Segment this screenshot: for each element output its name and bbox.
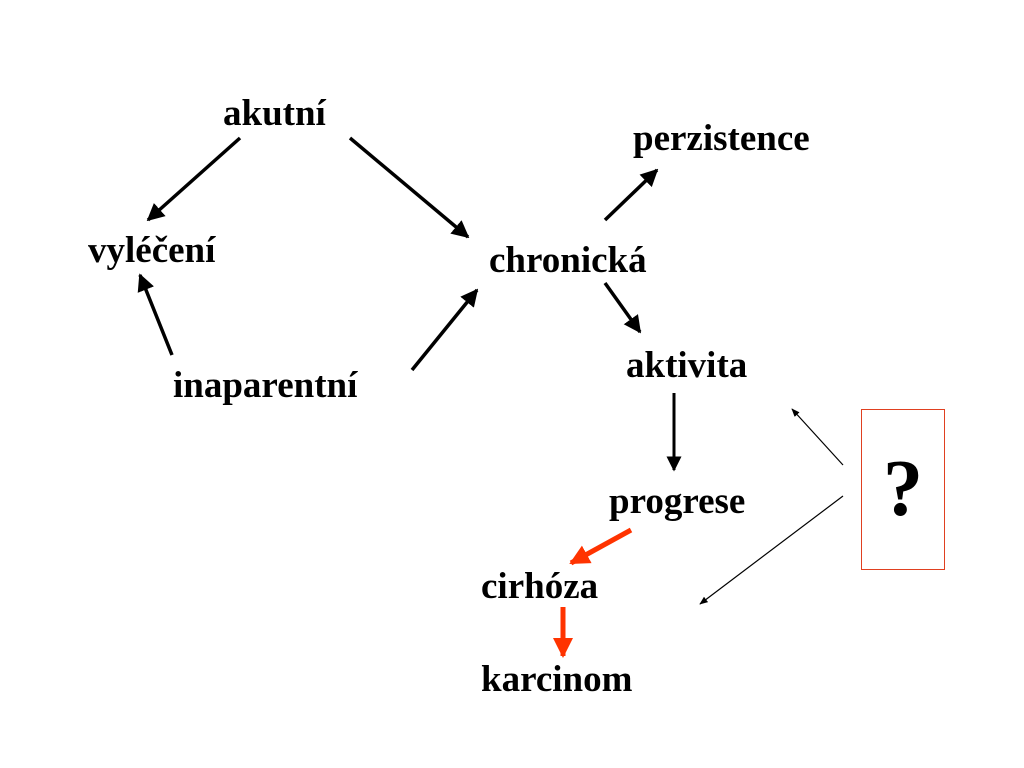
node-karcinom: karcinom (481, 659, 633, 700)
arrow-progrese-to-cirhoza (569, 527, 633, 566)
arrow-inaparentni-to-vyleceni (137, 273, 174, 356)
arrow-question-to-cirhoza (699, 495, 844, 605)
arrow-akutni-to-chronicka (348, 136, 470, 239)
arrow-chronicka-to-aktivita (603, 281, 642, 334)
node-akutni: akutní (223, 93, 326, 134)
node-cirhoza: cirhóza (481, 566, 599, 607)
question-mark: ? (883, 445, 923, 533)
arrow-question-to-aktivita (791, 408, 844, 466)
node-inaparentni: inaparentní (173, 365, 358, 406)
arrow-chronicka-to-perzistence (603, 168, 659, 222)
arrow-inaparentni-to-chronicka (410, 288, 479, 372)
arrow-akutni-to-vyleceni (146, 136, 242, 222)
question-box: ? (861, 409, 945, 570)
node-aktivita: aktivita (626, 345, 748, 386)
node-perzistence: perzistence (633, 118, 810, 159)
node-chronicka: chronická (489, 240, 647, 281)
node-vyleceni: vyléčení (88, 230, 216, 271)
node-progrese: progrese (609, 481, 746, 522)
